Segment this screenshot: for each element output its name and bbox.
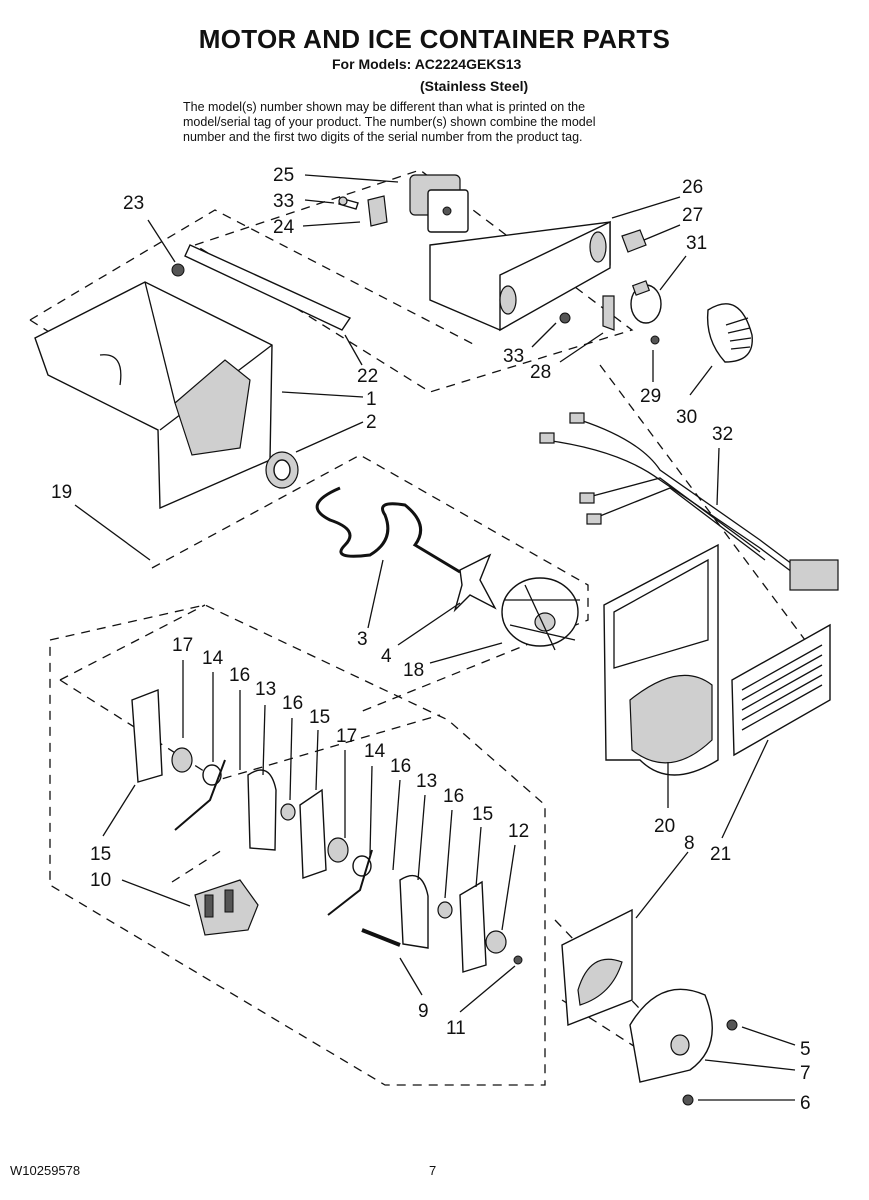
callout-25: 25 — [273, 165, 294, 186]
part-auger — [315, 486, 461, 574]
document-number: W10259578 — [10, 1163, 81, 1178]
part-ice-container — [34, 281, 273, 510]
note-line: The model(s) number shown may be differe… — [183, 100, 586, 114]
part-bearing — [265, 451, 299, 489]
callout-17: 17 — [172, 635, 193, 656]
part-crusher-stack — [131, 688, 523, 973]
part-screw — [682, 1019, 738, 1106]
callout-9: 9 — [418, 1001, 429, 1022]
callout-20: 20 — [654, 816, 675, 837]
part-wire-harness — [539, 412, 839, 591]
callout-labels: 25 33 24 23 26 27 31 22 1 2 33 28 29 30 … — [51, 165, 811, 1114]
callout-16: 16 — [229, 665, 250, 686]
callout-22: 22 — [357, 366, 378, 387]
part-baffle-rail — [184, 244, 352, 331]
part-motor — [409, 174, 469, 233]
callout-21: 21 — [710, 844, 731, 865]
callout-6: 6 — [800, 1093, 811, 1114]
part-bracket — [367, 195, 388, 227]
callout-14: 14 — [364, 741, 386, 762]
part-light-bulb — [630, 280, 662, 324]
part-crusher-blade — [453, 553, 497, 613]
part-motor-plate — [561, 908, 633, 1026]
finish-line: (Stainless Steel) — [420, 78, 529, 94]
callout-31: 31 — [686, 233, 707, 254]
callout-29: 29 — [640, 386, 661, 407]
callout-15: 15 — [472, 804, 493, 825]
model-number-note: The model(s) number shown may be differe… — [183, 100, 703, 145]
note-line: number and the first two digits of the s… — [183, 130, 583, 144]
callout-13: 13 — [255, 679, 276, 700]
part-clip — [602, 295, 615, 331]
part-lamp-socket — [621, 229, 647, 253]
page-number: 7 — [429, 1163, 437, 1178]
part-motor-cover — [429, 220, 611, 332]
callout-19: 19 — [51, 482, 72, 503]
part-crusher-block — [194, 879, 259, 936]
callout-16: 16 — [443, 786, 464, 807]
callout-8: 8 — [684, 833, 695, 854]
callout-11: 11 — [446, 1018, 466, 1039]
callout-16: 16 — [390, 756, 411, 777]
part-fan-housing — [629, 988, 713, 1083]
callout-33: 33 — [273, 191, 294, 212]
part-screw — [171, 263, 660, 345]
callout-12: 12 — [508, 821, 529, 842]
leader-lines — [74, 174, 796, 1101]
callout-14: 14 — [202, 648, 224, 669]
callout-18: 18 — [403, 660, 424, 681]
callout-5: 5 — [800, 1039, 811, 1060]
part-shaft — [361, 928, 401, 947]
part-screw — [338, 196, 359, 210]
callout-28: 28 — [530, 362, 551, 383]
callout-7: 7 — [800, 1063, 811, 1084]
callout-26: 26 — [682, 177, 703, 198]
part-dispenser-housing — [603, 543, 719, 776]
callout-13: 13 — [416, 771, 437, 792]
callout-15: 15 — [309, 707, 330, 728]
part-grille — [731, 623, 831, 757]
callout-23: 23 — [123, 193, 144, 214]
callout-30: 30 — [676, 407, 697, 428]
page-title: MOTOR AND ICE CONTAINER PARTS — [198, 24, 671, 54]
callout-27: 27 — [682, 205, 703, 226]
callout-4: 4 — [381, 646, 392, 667]
callout-3: 3 — [357, 629, 368, 650]
callout-1: 1 — [366, 389, 377, 410]
callout-24: 24 — [273, 217, 295, 238]
part-light-lens — [706, 303, 753, 363]
callout-10: 10 — [90, 870, 111, 891]
callout-15: 15 — [90, 844, 111, 865]
callout-2: 2 — [366, 412, 377, 433]
callout-16: 16 — [282, 693, 303, 714]
part-auger-housing — [501, 577, 580, 651]
note-line: model/serial tag of your product. The nu… — [183, 115, 596, 129]
callout-32: 32 — [712, 424, 733, 445]
callout-17: 17 — [336, 726, 357, 747]
callout-33: 33 — [503, 346, 524, 367]
models-line: For Models: AC2224GEKS13 — [332, 56, 522, 72]
